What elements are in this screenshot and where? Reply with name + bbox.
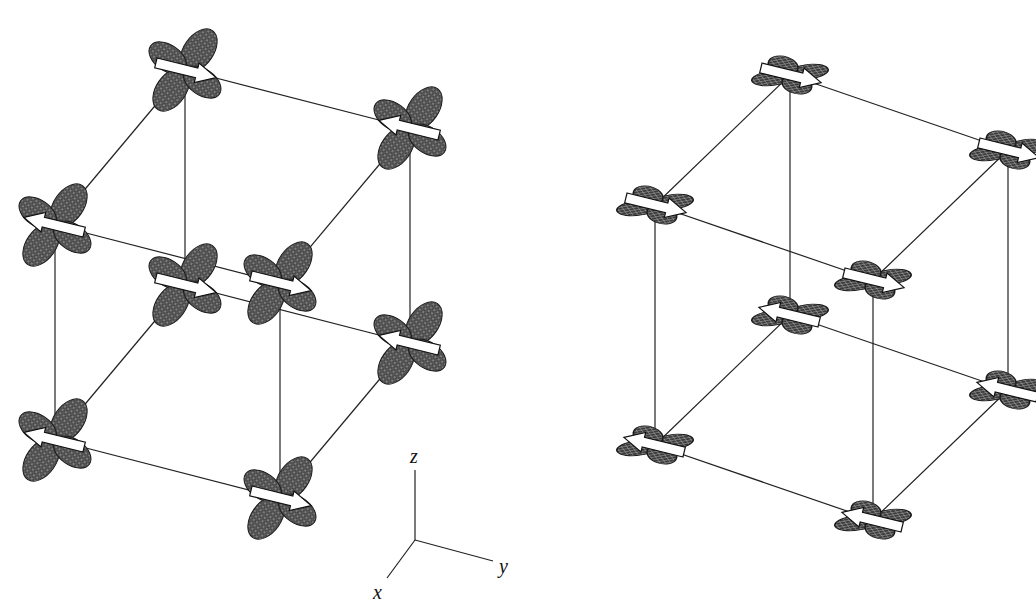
orbital [831, 259, 916, 301]
orbital [748, 294, 833, 336]
spin-arrow [22, 208, 87, 242]
orbital-lobes [613, 184, 698, 226]
orbital [238, 450, 322, 546]
cell-edge [655, 445, 873, 520]
cell-edge [873, 390, 1008, 520]
orbital [748, 54, 833, 96]
orbital-lobes [13, 177, 97, 273]
cell-edge [790, 75, 1008, 150]
cell-edge [872, 280, 873, 520]
orbital [368, 295, 452, 391]
spin-arrow [976, 133, 1036, 167]
spin-arrow [248, 266, 313, 300]
orbital [13, 392, 97, 488]
cell-edge [279, 283, 280, 498]
axis-line [414, 470, 415, 540]
axis-label: x [372, 582, 383, 602]
orbital-lobes [966, 369, 1036, 411]
orbital [143, 22, 227, 118]
orbital-lobes [13, 392, 97, 488]
orbital [13, 177, 97, 273]
cell-edge [54, 225, 55, 440]
cell-edge [655, 75, 790, 205]
spin-arrow [758, 58, 823, 92]
orbital-lobes [831, 259, 916, 301]
orbital-lobes [143, 22, 227, 118]
cell-edge [654, 205, 655, 445]
spin-arrow [153, 53, 218, 87]
orbital-lobes [748, 54, 833, 96]
orbital-lobes [613, 424, 698, 466]
orbital-lobes [368, 295, 452, 391]
orbital-lobes [748, 294, 833, 336]
cell-edge [184, 70, 185, 285]
orbital-lobes [368, 80, 452, 176]
orbital [143, 237, 227, 333]
spin-arrow [622, 428, 687, 462]
orbital [613, 184, 698, 226]
spin-arrow [841, 263, 906, 297]
cell-edge [873, 150, 1008, 280]
spin-arrow [377, 111, 442, 145]
cell-edge [409, 128, 410, 343]
cell-edge [655, 205, 873, 280]
orbital-lobes [831, 499, 916, 541]
spin-arrow [248, 481, 313, 515]
spin-arrow [757, 298, 822, 332]
spin-arrow [153, 268, 218, 302]
orbital-lobes [238, 450, 322, 546]
orbital [966, 369, 1036, 411]
axis-label: y [498, 556, 509, 576]
orbital-lobes [966, 129, 1036, 171]
spin-arrow [623, 188, 688, 222]
orbital [613, 424, 698, 466]
cell-edge [1007, 150, 1008, 390]
cell-edge [185, 70, 410, 128]
spin-arrow [975, 373, 1036, 407]
orbital [368, 80, 452, 176]
cell-edge [790, 315, 1008, 390]
orbital [966, 129, 1036, 171]
orbital-lobes [238, 235, 322, 331]
axis-line [415, 540, 493, 561]
orbital-lobes [143, 237, 227, 333]
cell-edge [55, 440, 280, 498]
spin-arrow [840, 503, 905, 537]
spin-arrow [377, 326, 442, 360]
spin-arrow [22, 423, 87, 457]
cell-edge [789, 75, 790, 315]
orbital [238, 235, 322, 331]
axis-line [387, 540, 415, 578]
orbital [831, 499, 916, 541]
axis-label: z [409, 446, 419, 466]
cell-edge [655, 315, 790, 445]
